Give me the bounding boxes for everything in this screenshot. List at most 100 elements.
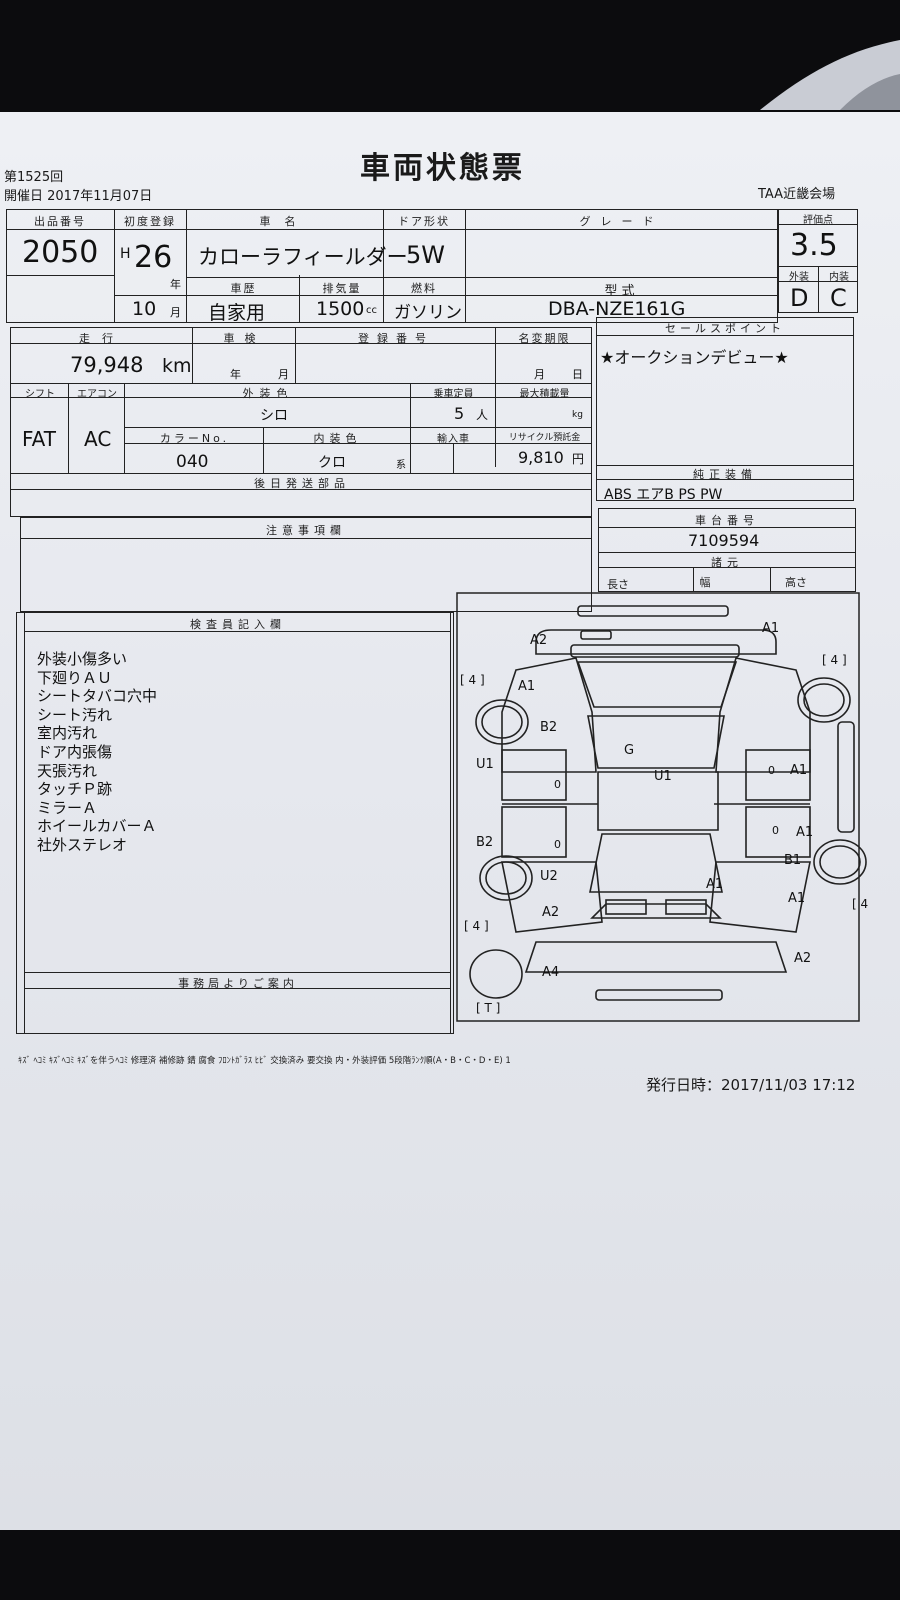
note-line: 下廻りＡＵ [37,668,113,687]
inspector-notes: 外装小傷多い 下廻りＡＵ シートタバコ穴中 シート汚れ 室内汚れ ドア内張傷 天… [37,650,427,855]
note-line: ドア内張傷 [37,742,113,761]
mark-fender-left: A1 [518,679,535,694]
mark-pillar-left: U1 [476,757,494,772]
fuel-label: 燃料 [411,282,437,295]
tire-rear-right: [ 4 [852,897,868,911]
grade-label: グレード [579,215,664,228]
recycle-fee-unit: 円 [572,452,585,466]
shift-type: FAT [22,427,57,451]
caution-block [20,517,592,612]
mark-roof: U1 [654,769,672,784]
note-line: 社外ステレオ [37,835,128,854]
max-load-label: 最大積載量 [519,389,570,400]
car-interior-edge [760,40,900,110]
caution-label: 注意事項欄 [266,524,346,537]
mark-zero: 0 [554,778,561,791]
sheet-title: 車両状態票 [360,151,525,186]
session-number: 第1525回 [4,170,64,185]
tire-front-left: [ 4 ] [460,673,485,687]
import-car-label: 輸入車 [437,434,470,445]
dimensions-label: 諸元 [711,556,743,569]
displacement: 1500 [316,298,365,320]
shift-label: シフト [25,389,55,400]
equipment: ABS エアB PS PW [604,487,723,503]
note-line: タッチＰ跡 [37,780,113,799]
mark-front-right-upper: A1 [762,621,779,636]
inspection-label: 車検 [223,332,266,345]
car-name: カローラフィールダー [198,245,408,269]
air-conditioner-label: エアコン [77,389,117,400]
recycle-fee: 9,810 [518,448,564,467]
office-notice-label: 事務局よりご案内 [178,977,298,990]
model-code: DBA-NZE161G [548,298,686,320]
note-line: シート汚れ [37,705,113,724]
issued-time: 発行日時：2017/11/03 17:12 [646,1076,856,1094]
interior-color-unit: 系 [396,460,406,471]
air-conditioner: AC [84,427,112,451]
mileage-label: 走行 [79,332,125,345]
car-damage-diagram: A2 A1 A1 B2 U1 B2 U2 A2 A4 G U1 A1 A1 A1… [456,592,868,1022]
held-date: 開催日 2017年11月07日 [4,189,153,204]
body-color-label: 外装色 [242,387,294,400]
year-unit: 年 [170,278,181,291]
era: H [120,246,131,262]
registration-month: 10 [132,298,157,320]
sales-point: ★オークションデビュー★ [600,348,789,367]
fuel-type: ガソリン [394,303,462,323]
tire-rear-left: [ 4 ] [464,919,489,933]
note-line: ミラーＡ [37,798,98,817]
plate-number-label: 登録番号 [358,332,434,345]
name-change-month-unit: 月 [534,368,545,381]
spare-tire: [ T ] [476,1001,500,1015]
recycle-fee-label: リサイクル預託金 [508,433,581,443]
first-registration-label: 初度登録 [124,215,176,228]
inspector-notes-label: 検査員記入欄 [190,618,286,631]
chassis-block [598,508,856,592]
door-type: 5W [406,241,445,269]
capacity-unit: 人 [476,408,489,422]
lot-number: 2050 [22,235,99,270]
color-number-label: カラーNo. [159,432,230,445]
name-change-day-unit: 日 [572,368,583,381]
chassis-number-label: 車台番号 [695,514,759,527]
length-label: 長さ [607,578,629,591]
capacity-label: 乗車定員 [433,389,474,400]
note-line: 室内汚れ [37,724,98,743]
color-number: 040 [176,452,209,472]
detail-block [10,327,592,517]
interior-color: クロ [318,455,346,471]
note-line: ホイールカバーＡ [37,817,157,836]
mark-zero: 0 [554,838,561,851]
mark-rear-door-left: B2 [476,835,493,850]
door-label: ドア形状 [398,215,450,228]
mark-rear-bumper-right: A2 [794,951,811,966]
model-label: 型式 [604,284,639,299]
mileage-unit: km [162,355,192,377]
note-line: シートタバコ穴中 [37,687,158,706]
vehicle-history: 自家用 [208,302,266,324]
inspection-month-unit: 月 [278,368,289,381]
registration-year: 26 [134,240,173,275]
mark-rear-bumper-left: A2 [542,905,559,920]
overall-score: 3.5 [790,228,838,263]
max-load-unit: kg [572,410,583,420]
passenger-capacity: 5 [454,404,465,423]
sales-point-block [596,317,854,501]
displacement-unit: cc [366,305,377,316]
car-name-label: 車名 [259,215,310,228]
width-label: 幅 [699,576,711,589]
inspector-notes-block [16,612,454,1034]
mark-roof-front: G [624,743,634,758]
mark-zero: 0 [772,824,779,837]
history-label: 車歴 [230,282,257,295]
vehicle-info-block [6,209,778,323]
mark-rear-left: U2 [540,869,558,884]
name-change-label: 名変期限 [518,332,571,345]
mark-right-rear-fender: B1 [784,853,801,868]
mark-door-left-front: B2 [540,720,557,735]
body-color: シロ [260,408,288,424]
displacement-label: 排気量 [322,282,362,295]
exterior-label: 外装 [789,272,809,283]
chassis-number: 7109594 [688,531,760,550]
interior-score: C [830,284,847,312]
